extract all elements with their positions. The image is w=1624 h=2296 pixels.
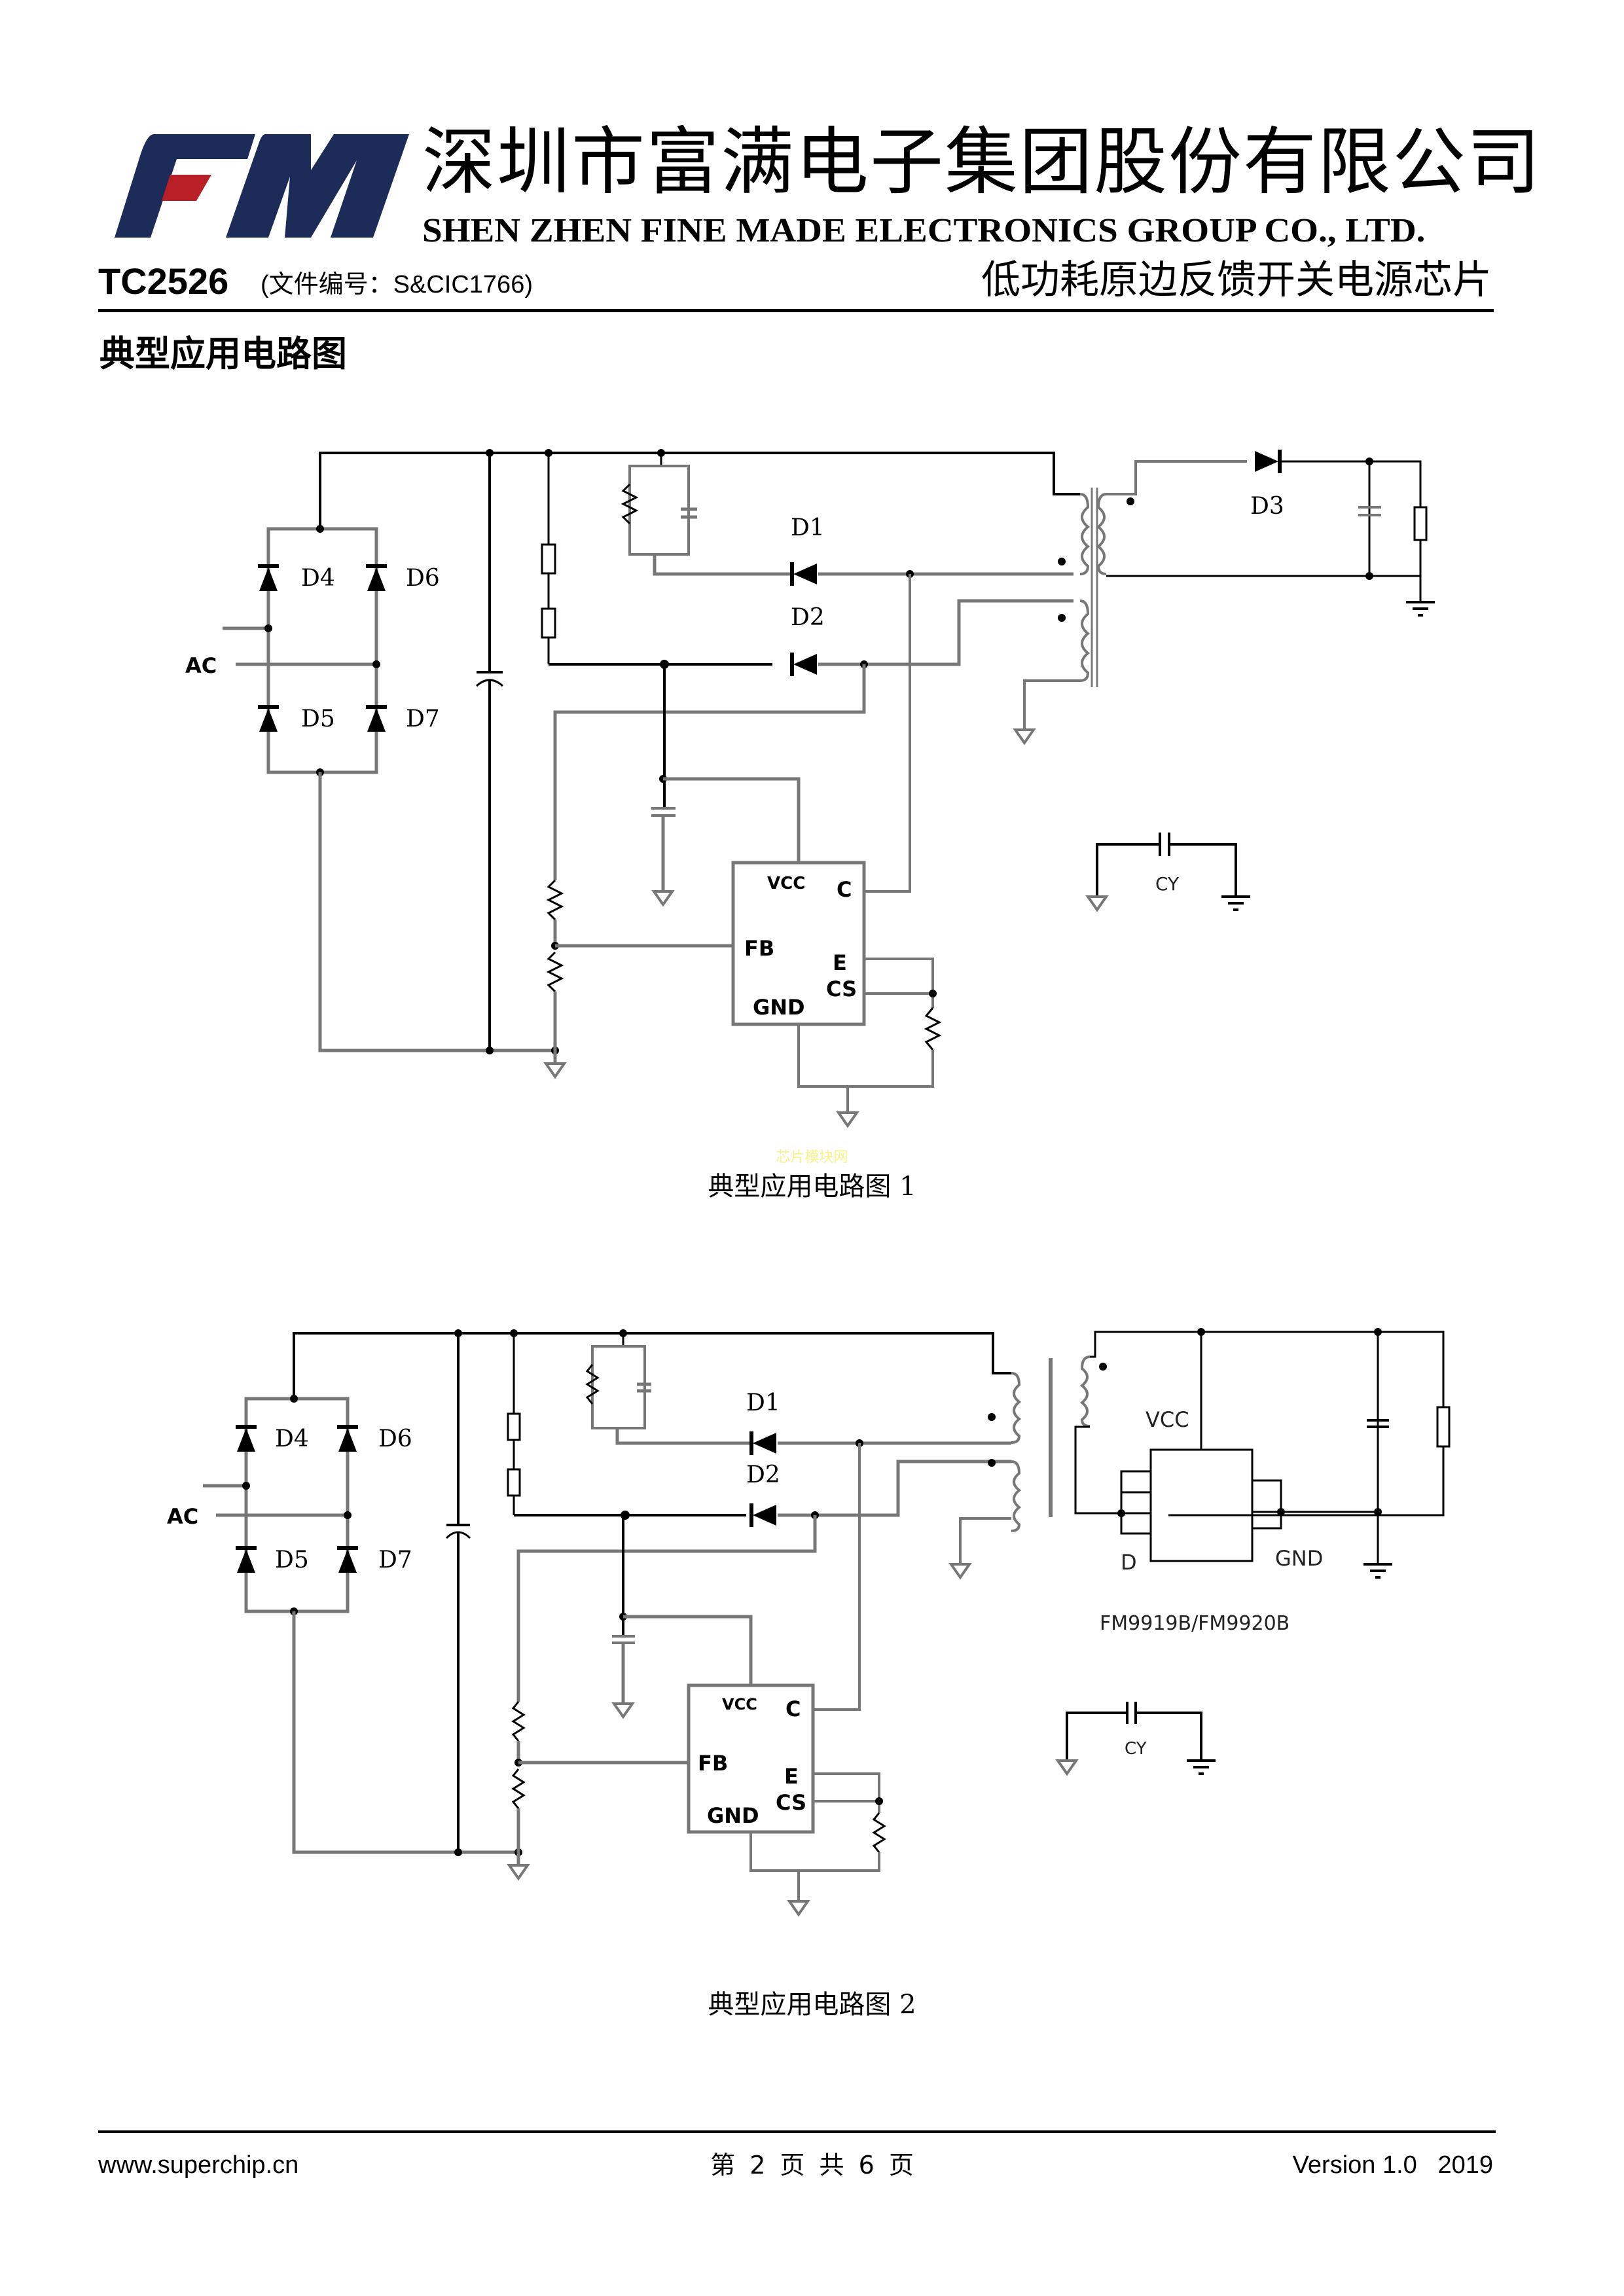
d2-sr-pin-vcc: VCC <box>1146 1407 1189 1432</box>
d2-cy-capacitor: CY <box>1056 1702 1217 1775</box>
d2-sr-ic: VCC D GND FM9919B/FM9920B <box>1100 1332 1378 1635</box>
d2-label-d7: D7 <box>378 1547 412 1573</box>
d1-diode-d2 <box>792 653 817 676</box>
d2-diode-d7 <box>337 1548 358 1573</box>
d2-pin-fb: FB <box>698 1751 728 1776</box>
header-divider <box>98 309 1494 312</box>
diagram-2-caption: 典型应用电路图 2 <box>708 1990 916 2020</box>
d2-label-d1: D1 <box>746 1390 780 1416</box>
d1-pin-vcc: VCC <box>767 874 805 893</box>
d1-pin-cs: CS <box>826 977 857 1001</box>
d2-load-resistor <box>1436 1406 1451 1448</box>
d1-transformer <box>1014 488 1134 744</box>
d1-controller-ic: VCC C FB E CS GND <box>731 574 942 1127</box>
footer-page-number: 第 2 页 共 6 页 <box>710 2151 914 2179</box>
d1-output-capacitor <box>1358 461 1381 576</box>
d2-bridge-rectifier <box>203 1395 358 1615</box>
d1-bulk-capacitor <box>475 449 504 1050</box>
d1-diode-d4 <box>258 566 279 591</box>
footer-website-link[interactable]: www.superchip.cn <box>98 2151 299 2179</box>
d1-pin-c: C <box>837 877 852 902</box>
d1-label-d1: D1 <box>791 514 825 541</box>
d2-label-d4: D4 <box>275 1426 309 1452</box>
d2-label-d2: D2 <box>746 1462 780 1488</box>
footer-divider <box>98 2130 1496 2133</box>
d2-startup-resistors <box>507 1329 746 1520</box>
d1-diode-d7 <box>366 707 387 732</box>
product-subtitle: 低功耗原边反馈开关电源芯片 <box>981 257 1492 303</box>
d1-pin-e: E <box>833 950 847 975</box>
d1-diode-d1 <box>792 562 817 586</box>
d1-return-bus <box>318 772 555 1052</box>
d1-diode-d6 <box>366 566 387 591</box>
d1-label-d7: D7 <box>406 706 440 732</box>
logo-f-shape <box>115 134 255 238</box>
d1-label-d6: D6 <box>406 565 440 592</box>
footer-version: Version 1.0 2019 <box>1292 2151 1493 2179</box>
d2-ac-label: AC <box>167 1504 198 1529</box>
d2-pin-gnd: GND <box>707 1803 759 1828</box>
d2-pin-vcc: VCC <box>722 1695 757 1713</box>
company-name-cn: 深圳市富满电子集团股份有限公司 <box>422 120 1542 205</box>
d2-snubber-rc <box>585 1329 753 1445</box>
d2-diode-d1 <box>751 1431 776 1455</box>
d2-pin-cs: CS <box>776 1790 806 1815</box>
d2-bulk-capacitor <box>445 1329 471 1852</box>
section-title: 典型应用电路图 <box>99 332 347 374</box>
d1-snubber-rc <box>621 449 792 576</box>
d1-load-resistor <box>1413 506 1428 541</box>
fm-logo <box>115 134 409 238</box>
d2-sr-part-number: FM9919B/FM9920B <box>1100 1612 1290 1635</box>
d2-output-capacitor <box>1362 1332 1394 1579</box>
model-number: TC2526 <box>98 260 229 302</box>
d1-label-d5: D5 <box>301 706 335 732</box>
d2-fb-divider <box>508 1701 689 1880</box>
d1-label-d2: D2 <box>791 604 825 631</box>
d1-label-d4: D4 <box>301 565 335 592</box>
d2-label-d6: D6 <box>378 1426 412 1452</box>
watermark-text: 芯片模块网 <box>776 1149 848 1166</box>
d2-label-d5: D5 <box>275 1547 309 1573</box>
logo-f-bar <box>162 175 211 201</box>
d1-label-cy: CY <box>1155 873 1180 895</box>
d1-pin-fb: FB <box>744 936 774 961</box>
d2-transformer <box>950 1355 1107 1579</box>
d2-pin-e: E <box>784 1764 799 1789</box>
d2-diode-d5 <box>236 1548 257 1573</box>
logo-m-shape <box>226 134 409 238</box>
diagram-2: AC D4 D6 D5 D7 <box>167 1328 1451 1916</box>
d2-pin-c: C <box>785 1696 801 1721</box>
d1-diode-d3 <box>1255 450 1280 473</box>
d2-top-bus <box>293 1332 1011 1399</box>
d2-label-cy: CY <box>1125 1739 1147 1759</box>
d1-diode-d5 <box>258 707 279 732</box>
d1-fb-divider <box>545 879 733 1078</box>
d1-cy-capacitor: CY <box>1087 833 1252 911</box>
d1-startup-resistors <box>541 449 772 669</box>
d2-diode-d4 <box>236 1427 257 1452</box>
d2-sr-pin-gnd: GND <box>1275 1546 1323 1571</box>
d1-bridge-rectifier <box>223 525 387 776</box>
company-name-en: SHEN ZHEN FINE MADE ELECTRONICS GROUP CO… <box>422 212 1426 249</box>
d2-sr-pin-d: D <box>1121 1550 1137 1575</box>
d2-controller-ic: VCC C FB E CS GND <box>687 1443 886 1916</box>
d2-diode-d2 <box>751 1503 776 1527</box>
d2-diode-d6 <box>337 1427 358 1452</box>
d1-ac-label: AC <box>185 653 217 678</box>
diagram-1-caption: 典型应用电路图 1 <box>708 1172 916 1202</box>
d1-top-bus <box>319 452 1080 529</box>
d1-pin-gnd: GND <box>753 995 805 1020</box>
d1-label-d3: D3 <box>1250 493 1284 520</box>
document-number: (文件编号：S&CIC1766) <box>261 271 533 298</box>
d2-return-bus <box>292 1611 518 1854</box>
diagram-1: AC D4 D6 D5 D7 <box>185 449 1436 1127</box>
